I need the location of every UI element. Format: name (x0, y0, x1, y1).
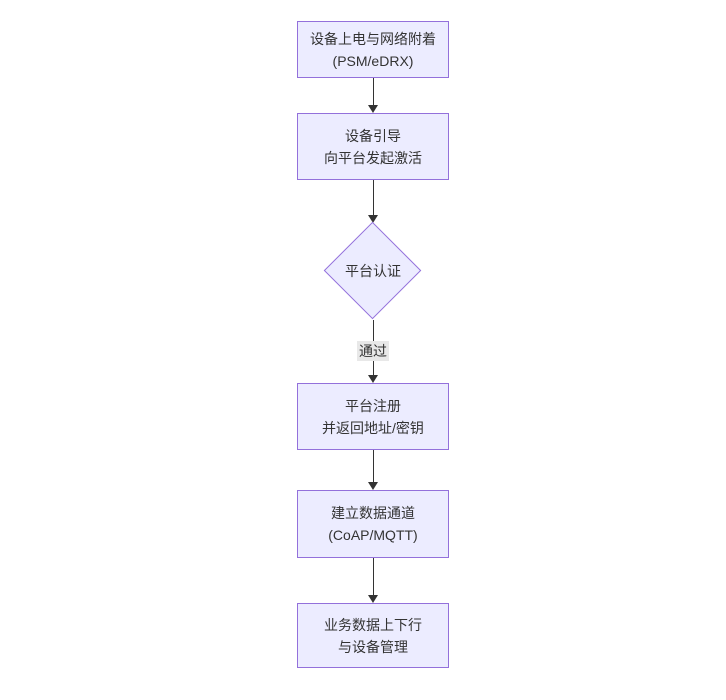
node-label-line: (CoAP/MQTT) (328, 527, 418, 543)
node-business-data: 业务数据上下行 与设备管理 (297, 603, 449, 668)
node-label-line: 平台注册 (345, 397, 401, 414)
flow-arrow-1 (367, 78, 379, 113)
node-power-network-attach: 设备上电与网络附着 (PSM/eDRX) (297, 21, 449, 78)
edge-label-pass: 通过 (357, 341, 389, 361)
node-label-line: 设备引导 (345, 127, 401, 144)
arrow-line (372, 558, 374, 595)
node-label-line: 并返回地址/密钥 (322, 419, 424, 436)
node-label-line: 设备上电与网络附着 (310, 30, 436, 47)
node-label-line: 与设备管理 (338, 638, 408, 655)
arrow-line (372, 78, 374, 105)
node-label-line: 业务数据上下行 (324, 616, 422, 633)
arrowhead-down-icon (368, 375, 378, 383)
node-device-bootstrap: 设备引导 向平台发起激活 (297, 113, 449, 180)
arrowhead-down-icon (368, 595, 378, 603)
flow-arrow-2 (367, 180, 379, 223)
flow-arrow-5 (367, 558, 379, 603)
node-platform-register: 平台注册 并返回地址/密钥 (297, 383, 449, 450)
node-label-line: (PSM/eDRX) (332, 52, 414, 69)
node-data-channel: 建立数据通道 (CoAP/MQTT) (297, 490, 449, 558)
decision-label: 平台认证 (345, 263, 401, 279)
arrow-line (372, 180, 374, 215)
flow-arrow-4 (367, 450, 379, 490)
arrowhead-down-icon (368, 215, 378, 223)
arrowhead-down-icon (368, 482, 378, 490)
arrowhead-down-icon (368, 105, 378, 113)
decision-platform-auth: 平台认证 (323, 221, 423, 320)
node-label-line: 建立数据通道 (331, 505, 415, 521)
node-label-line: 向平台发起激活 (324, 149, 422, 166)
arrow-line (372, 450, 374, 482)
